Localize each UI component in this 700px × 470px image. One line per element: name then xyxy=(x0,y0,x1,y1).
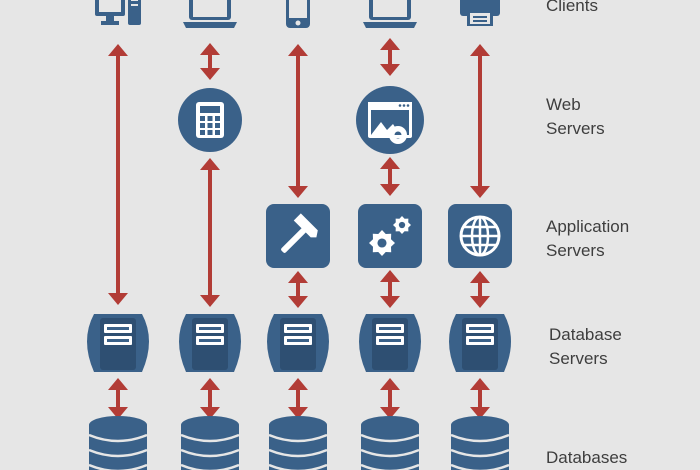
database-icon xyxy=(450,416,510,470)
arrow-web-server-to-app-server xyxy=(380,157,400,196)
tier-label-line: Servers xyxy=(549,349,608,368)
laptop-icon xyxy=(363,0,417,28)
database-icon xyxy=(88,416,148,470)
arrows-layer xyxy=(108,38,490,419)
arrow-client-to-app-server xyxy=(470,44,490,198)
database-icon xyxy=(268,416,328,470)
tier-label-line: Servers xyxy=(546,119,605,138)
arrow-client-to-app-server xyxy=(288,44,308,198)
calculator-icon xyxy=(178,88,242,152)
arrow-client-to-web-server xyxy=(380,38,400,76)
tier-label-web-servers: Web Servers xyxy=(546,93,605,141)
database-server-icon xyxy=(267,314,329,372)
tier-label-line: Databases xyxy=(546,448,628,467)
tier-label-database-servers: Database Servers xyxy=(549,323,622,371)
database-server-icon xyxy=(87,314,149,372)
arrow-client-to-db-server xyxy=(108,44,128,305)
database-icon xyxy=(180,416,240,470)
tier-label-clients: Clients xyxy=(546,0,598,18)
icons-layer xyxy=(87,0,512,470)
arrow-client-to-web-server xyxy=(200,43,220,80)
laptop-icon xyxy=(183,0,237,28)
arrow-app-server-to-db-server xyxy=(288,271,308,308)
arrow-db-server-to-database xyxy=(380,378,400,419)
database-icon xyxy=(360,416,420,470)
printer-icon xyxy=(460,0,500,26)
hammer-wrench-icon xyxy=(266,204,330,268)
tier-label-line: Database xyxy=(549,325,622,344)
tier-label-line: Application xyxy=(546,217,630,236)
database-server-icon xyxy=(359,314,421,372)
globe-icon xyxy=(448,204,512,268)
browser-window-gear-icon xyxy=(356,86,424,154)
arrow-db-server-to-database xyxy=(470,378,490,419)
arrow-app-server-to-db-server xyxy=(380,270,400,308)
tier-label-application-servers: Application Servers xyxy=(546,215,629,263)
tier-label-databases: Databases xyxy=(546,446,627,470)
desktop-computer-icon xyxy=(95,0,141,25)
tier-label-line: Clients xyxy=(546,0,598,15)
tier-label-line: Servers xyxy=(546,241,605,260)
smartphone-icon xyxy=(286,0,310,28)
arrow-app-server-to-db-server xyxy=(470,271,490,308)
tier-label-line: Web xyxy=(546,95,581,114)
gears-icon xyxy=(358,204,422,268)
database-server-icon xyxy=(179,314,241,372)
arrow-db-server-to-database xyxy=(108,378,128,419)
database-server-icon xyxy=(449,314,511,372)
arrow-db-server-to-database xyxy=(288,378,308,419)
arrow-db-server-to-database xyxy=(200,378,220,419)
arrow-web-server-to-db-server xyxy=(200,158,220,307)
